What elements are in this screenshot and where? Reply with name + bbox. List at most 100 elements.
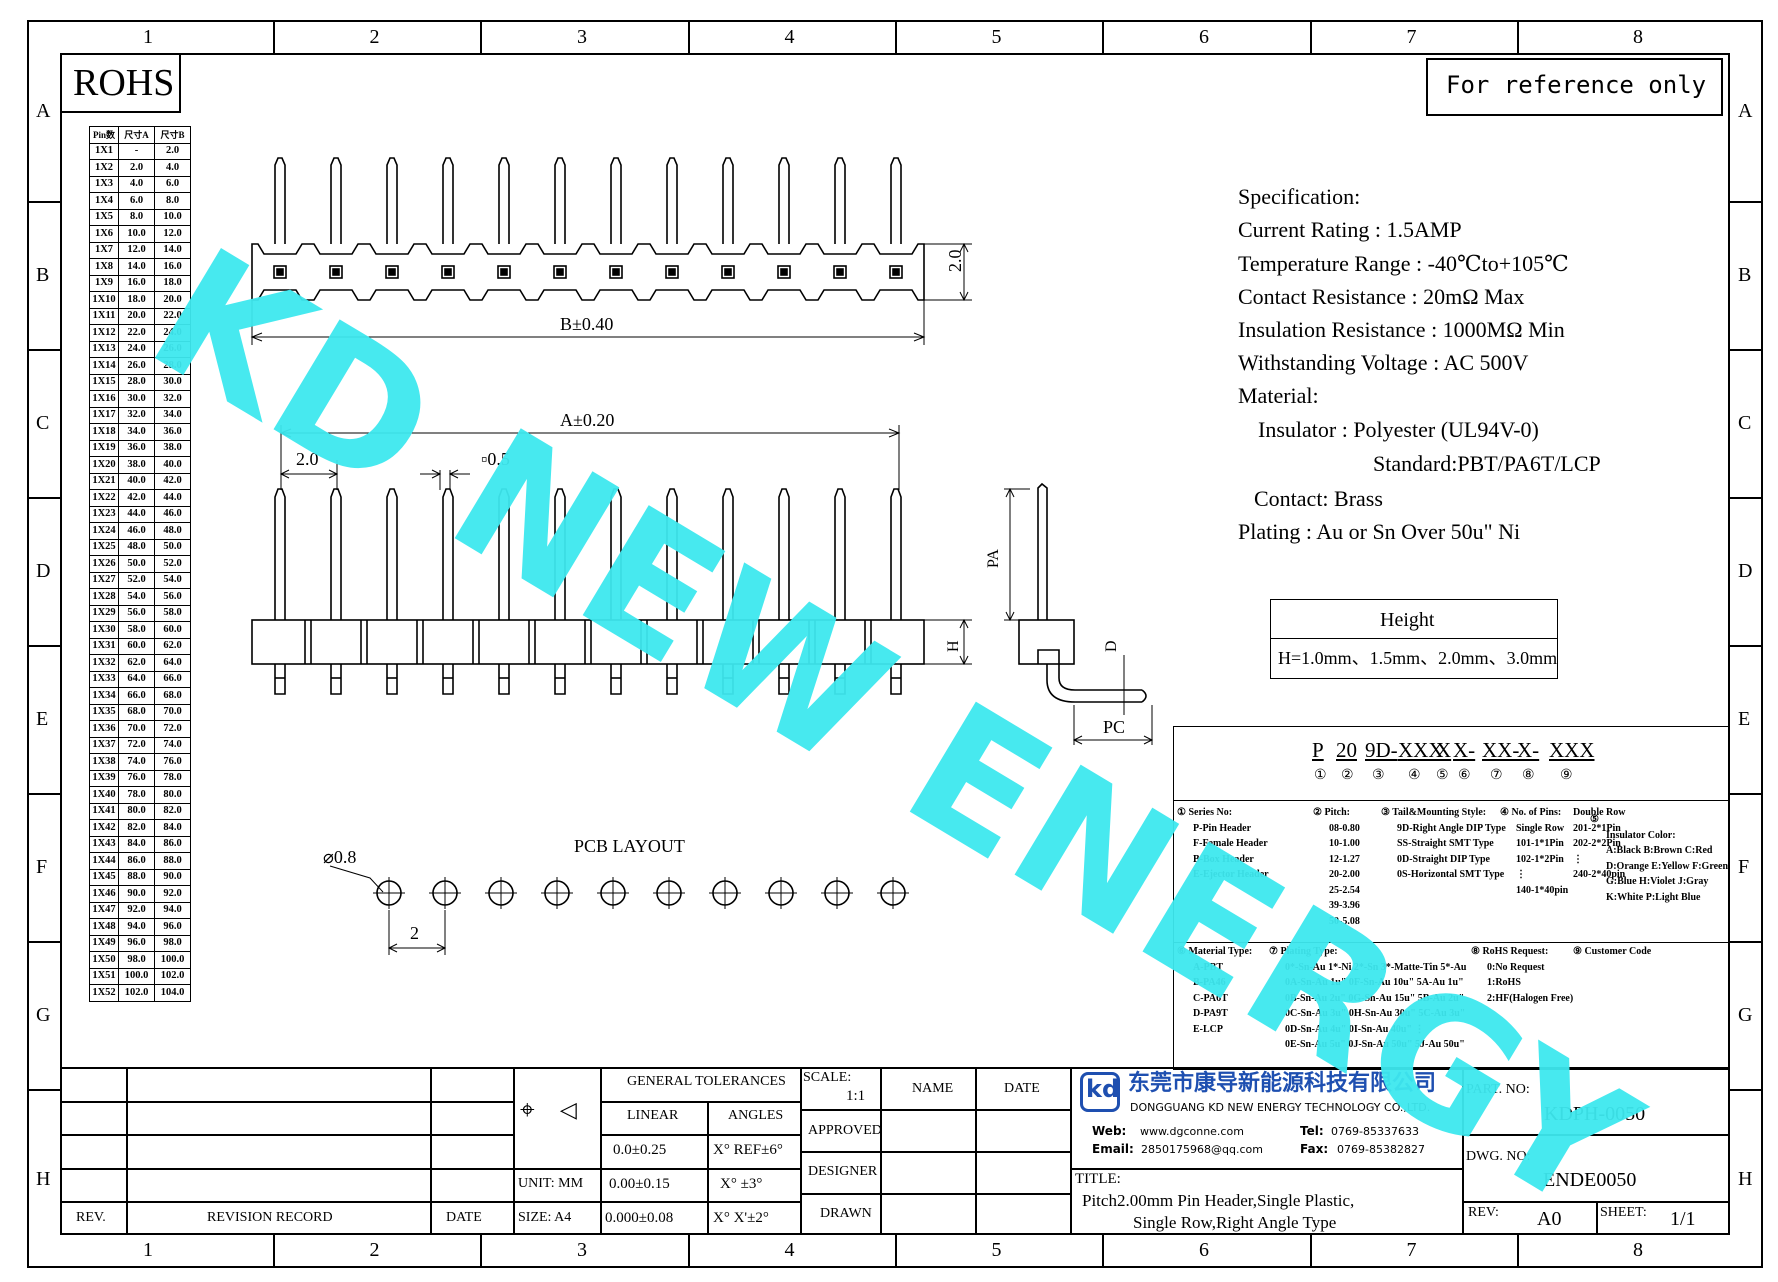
legend-line: ⑦ Plating Type: — [1269, 946, 1338, 957]
title-block-sheet_label: SHEET: — [1600, 1205, 1647, 1220]
title-block-part_no: KDPH-0050 — [1544, 1103, 1646, 1125]
title-block-fax: 0769-85382827 — [1337, 1143, 1425, 1156]
zone-column-label: 4 — [784, 1239, 795, 1261]
title-block-rev_value: A0 — [1537, 1208, 1562, 1230]
title-block-company_en: DONGGUANG KD NEW ENERGY TECHNOLOGY CO.,L… — [1130, 1101, 1431, 1114]
table-cell: 2.0 — [154, 142, 191, 160]
title-block-tol1: 0.0±0.25 — [613, 1142, 667, 1158]
part-code-index: ④ — [1408, 768, 1421, 783]
front-view — [251, 488, 925, 695]
dim-hole-pitch-label: 2 — [410, 923, 419, 943]
legend-line: ⑤ — [1590, 814, 1599, 825]
legend-line: ① Series No: — [1177, 807, 1233, 818]
title-block-title_label: TITLE: — [1075, 1171, 1121, 1187]
grid-line — [60, 1101, 513, 1103]
zone-column-label: 1 — [143, 26, 153, 48]
legend-line: D:Orange E:Yellow F:Green — [1606, 860, 1729, 872]
title-block-unit: UNIT: MM — [518, 1176, 584, 1191]
zone-row-label: H — [36, 1167, 51, 1190]
legend-customer: ⑨ Customer Code — [1573, 944, 1651, 960]
title-block-email: 2850175968@qq.com — [1141, 1143, 1263, 1156]
zone-tick — [1730, 201, 1763, 203]
height-value: H=1.0mm、1.5mm、2.0mm、3.0mm — [1278, 648, 1558, 668]
table-cell: 4.0 — [154, 159, 191, 177]
title-block-sheet: 1/1 — [1670, 1208, 1696, 1230]
dim-a-label: A±0.20 — [560, 410, 615, 430]
zone-row-label: E — [36, 708, 49, 730]
zone-row-label: G — [1738, 1004, 1753, 1026]
legend-line: B-Box Header — [1193, 853, 1254, 865]
dim-d-label: D — [1103, 640, 1120, 652]
grid-line — [1596, 1201, 1598, 1235]
zone-tick — [27, 941, 60, 943]
side-view — [1004, 482, 1154, 745]
spec-line: Contact Resistance : 20mΩ Max — [1238, 284, 1525, 309]
grid-line — [1462, 1134, 1730, 1136]
zone-column-label: 1 — [143, 1239, 153, 1261]
grid-line — [1462, 1067, 1464, 1235]
table-cell: 54.0 — [154, 571, 191, 589]
dim-pc-label: PC — [1103, 717, 1126, 737]
title-block-rev: REV. — [76, 1210, 106, 1225]
part-code-index: ⑨ — [1560, 768, 1573, 783]
zone-column-label: 3 — [577, 1239, 587, 1261]
legend-line: 101-1*1Pin — [1516, 838, 1564, 849]
zone-row-label: H — [1738, 1167, 1753, 1190]
legend-line: F-Female Header — [1193, 838, 1268, 849]
title-block-title1: Pitch2.00mm Pin Header,Single Plastic, — [1082, 1191, 1355, 1210]
legend-line: K:White P:Light Blue — [1606, 891, 1701, 903]
zone-tick — [895, 1235, 897, 1268]
grid-line — [800, 1151, 1070, 1153]
title-block-date2: DATE — [1004, 1081, 1040, 1096]
legend-line: C-PA6T — [1193, 992, 1228, 1004]
zone-column-label: 7 — [1406, 26, 1417, 48]
legend-line: 140-1*40pin — [1516, 884, 1569, 896]
title-block-drawn: DRAWN — [820, 1206, 872, 1221]
title-block-rev_label: REV: — [1468, 1205, 1499, 1220]
legend-line: Insulator Color: — [1606, 829, 1676, 841]
reference-note: For reference only — [1446, 71, 1707, 99]
inner-frame — [60, 53, 1730, 1235]
zone-column-label: 2 — [369, 26, 380, 48]
legend-line: 201-2*1Pin — [1573, 822, 1621, 834]
projection-symbol: ◁ — [560, 1098, 577, 1123]
legend-line: 12-1.27 — [1329, 853, 1360, 865]
zone-row-label: C — [1738, 412, 1752, 434]
legend-line: SS-Straight SMT Type — [1397, 838, 1494, 849]
title-block-title2: Single Row,Right Angle Type — [1133, 1213, 1337, 1232]
legend-line: 0*-Sn-Au 1*-Ni 2*-Sn 3*-Matte-Tin 5*-Au — [1285, 961, 1467, 973]
legend-line: 0S-Horizontal SMT Type — [1397, 869, 1505, 880]
grid-line — [600, 1201, 800, 1203]
spec-line: Current Rating : 1.5AMP — [1238, 217, 1462, 242]
legend-line: Single Row — [1516, 822, 1565, 834]
zone-row-label: F — [36, 856, 48, 878]
part-code-index: ① — [1314, 768, 1327, 783]
legend-line: 0D-Straight DIP Type — [1397, 853, 1490, 865]
part-code-segment: P — [1312, 738, 1324, 762]
part-code-segment: XXX — [1398, 738, 1444, 762]
zone-tick — [480, 20, 482, 53]
legend-line: 0E-Sn-Au 5u" 0J-Sn-Au 50u" 5J-Au 50u" — [1285, 1039, 1465, 1050]
title-block-tel_label: Tel: — [1300, 1124, 1324, 1138]
title-block-company_cn: 东莞市康导新能源科技有限公司 — [1128, 1071, 1437, 1096]
legend-line: D-PA9T — [1193, 1008, 1228, 1019]
grid-line — [600, 1134, 800, 1136]
grid-line — [60, 1168, 513, 1170]
zone-column-label: 6 — [1199, 1239, 1209, 1261]
